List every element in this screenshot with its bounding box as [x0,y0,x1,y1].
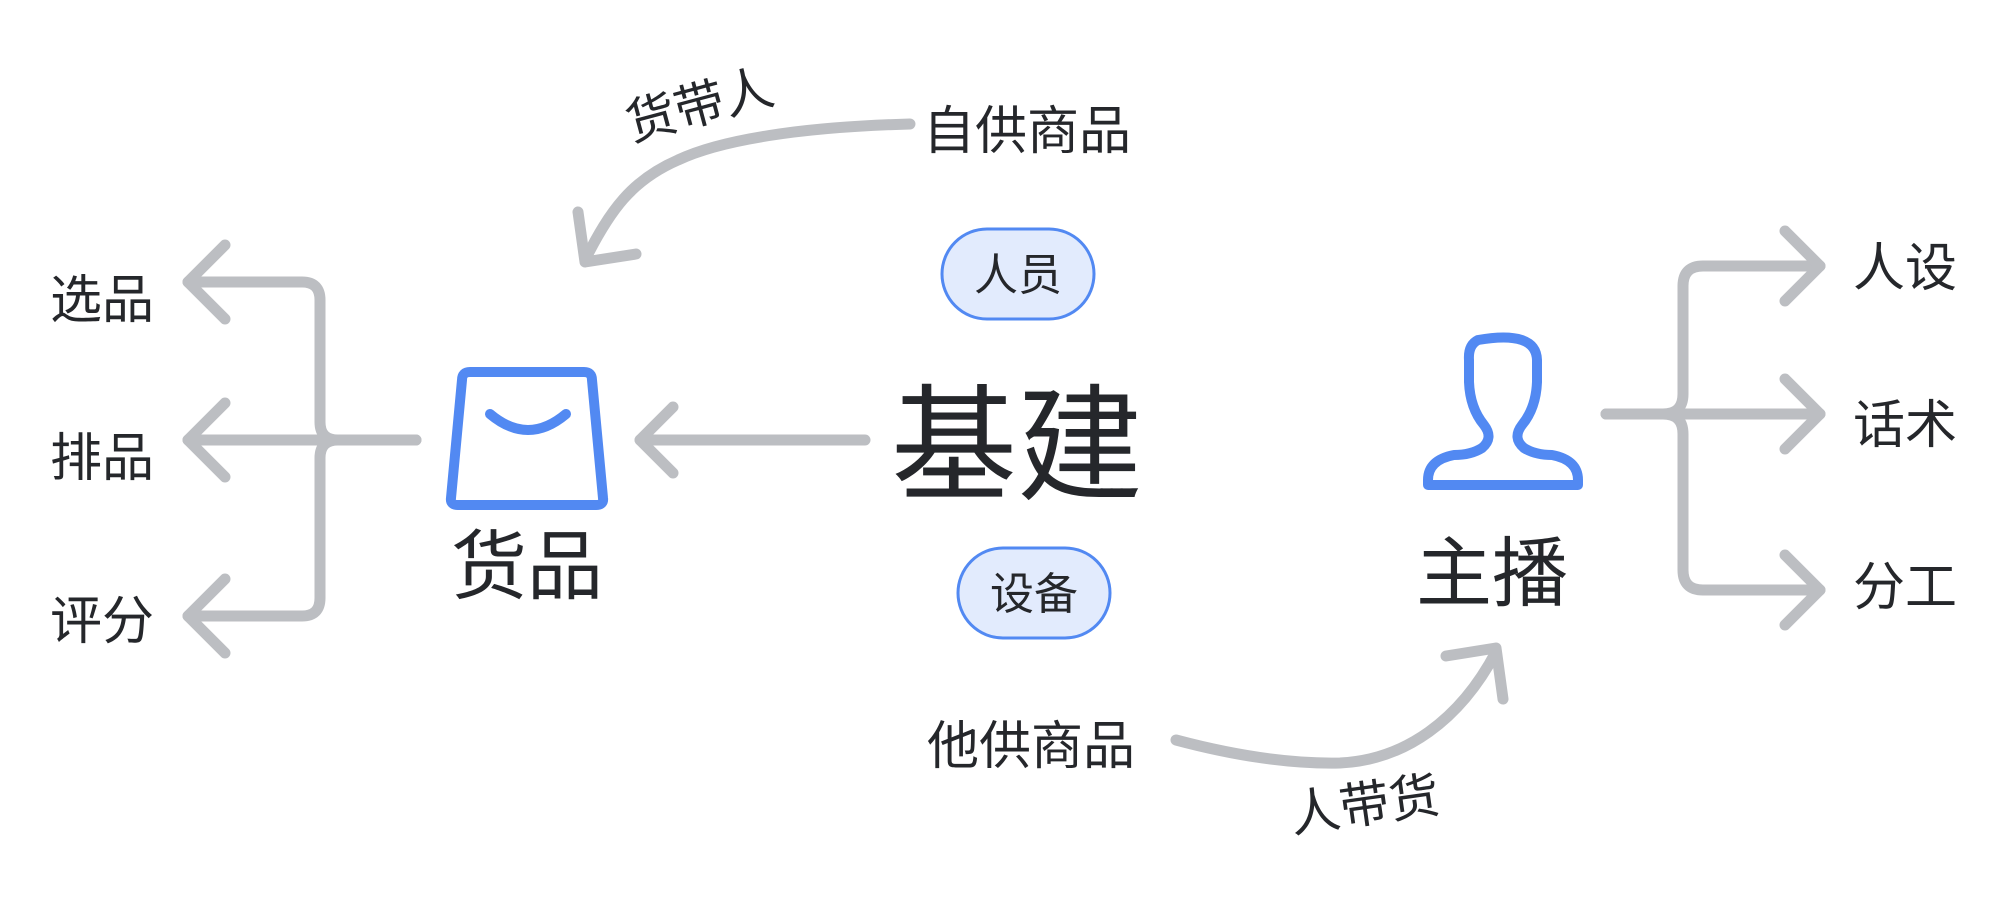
anchor-branch-script: 话术 [1853,396,1957,456]
goods-branch-rating: 评分 [50,592,154,652]
third-party-goods-arrow [1170,642,1509,769]
badge-personnel: 人员 [940,227,1096,321]
badge-personnel-label: 人员 [974,250,1062,301]
center-title: 基建 [891,373,1143,520]
anchor-branch-connector [1600,225,1826,631]
people-drive-goods-label: 人带货 [1286,766,1443,844]
person-icon [1423,332,1583,490]
shopping-bag-icon [445,367,609,510]
self-supplied-goods-arrow [572,118,916,268]
anchor-label: 主播 [1416,529,1568,618]
third-party-goods-label: 他供商品 [927,717,1135,777]
center-to-goods-arrow [634,401,871,479]
anchor-branch-persona: 人设 [1853,239,1957,299]
self-supplied-goods-label: 自供商品 [923,102,1131,162]
anchor-branch-division: 分工 [1853,558,1957,618]
goods-label: 货品 [451,522,603,611]
goods-branch-connector [182,239,422,659]
badge-equipment: 设备 [956,546,1112,640]
badge-equipment-label: 设备 [990,569,1078,620]
goods-branch-arrangement: 排品 [50,429,154,489]
goods-branch-selection: 选品 [50,271,154,331]
